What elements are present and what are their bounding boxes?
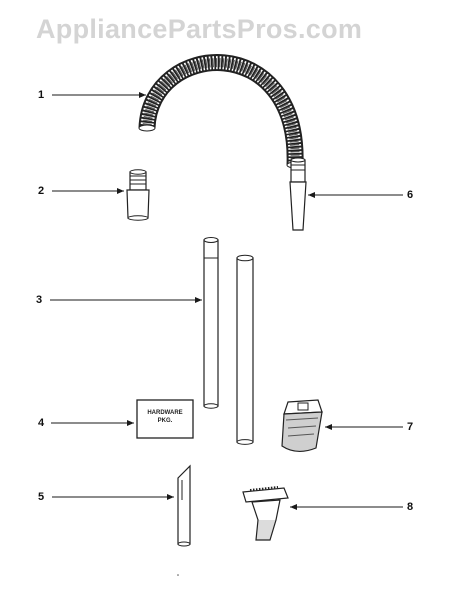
hardware-package-icon[interactable] <box>136 399 194 439</box>
callout-number-3: 3 <box>36 294 43 306</box>
callout-number-8: 8 <box>407 501 414 513</box>
floor-nozzle-icon[interactable] <box>242 486 289 541</box>
extension-wand-icon[interactable] <box>203 237 219 409</box>
hardware-package-label-line1: HARDWARE <box>147 410 183 416</box>
callout-number-1: 1 <box>38 89 45 101</box>
callout-number-5: 5 <box>38 491 45 503</box>
callout-number-7: 7 <box>407 421 414 433</box>
upholstery-tool-icon[interactable] <box>281 399 323 453</box>
hardware-package-label-line2: PKG. <box>157 418 173 424</box>
callout-number-2: 2 <box>38 185 45 197</box>
watermark-text: AppliancePartsPros.com <box>36 14 363 44</box>
callout-number-6: 6 <box>407 189 414 201</box>
crevice-tool-icon[interactable] <box>177 464 191 547</box>
hose-end-fitting-icon[interactable] <box>289 157 307 231</box>
flexible-hose-icon[interactable] <box>138 54 304 169</box>
extension-wand-icon[interactable] <box>236 254 254 445</box>
stray-dot <box>177 574 179 576</box>
hose-end-fitting-icon[interactable] <box>126 169 150 221</box>
callout-number-4: 4 <box>38 417 45 429</box>
